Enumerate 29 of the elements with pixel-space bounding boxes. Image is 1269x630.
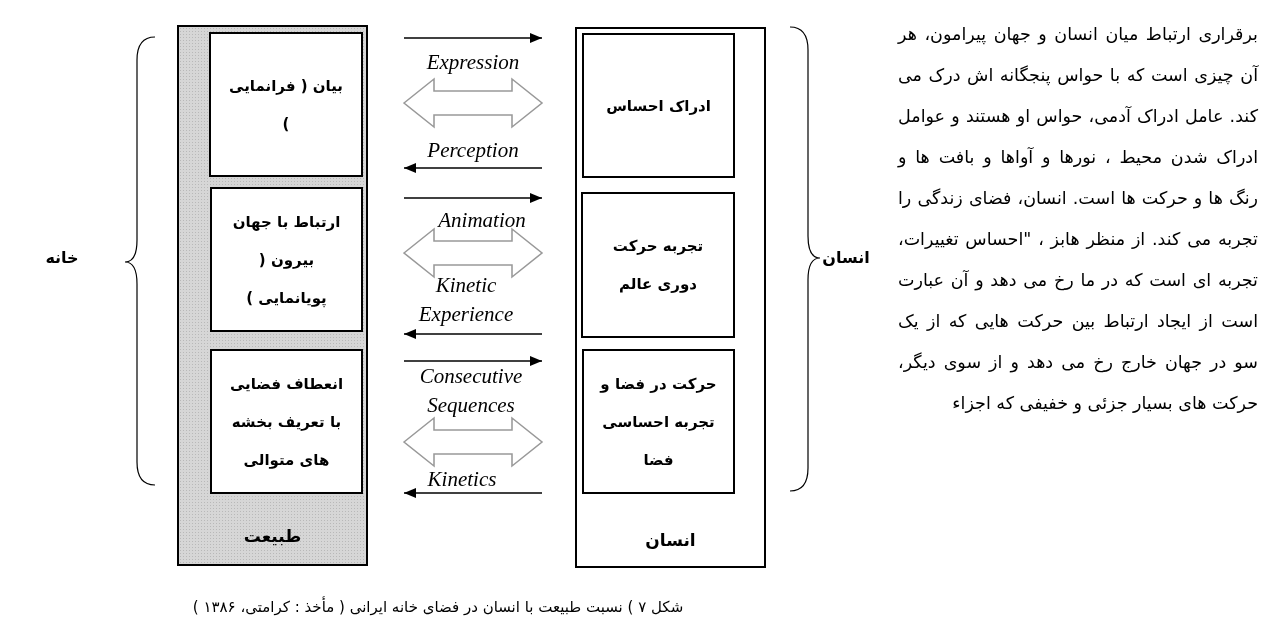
edge-label: Animation	[436, 206, 527, 234]
arrow	[403, 329, 543, 339]
brace-label: خانه	[44, 247, 80, 269]
brace-label: انسان	[821, 247, 871, 269]
double-arrow	[402, 77, 544, 129]
arrow	[403, 488, 543, 498]
paragraph: برقراری ارتباط میان انسان و جهان پیرامون، هر آن چیزی است که با حواس پنجگانه اش درک می کند. عامل ادراک آدمی، حواس او هستند و عوامل ادراک شدن محیط ، نورها و آواها و بافت ها و رنگ ها و حرکت ها است. انسان، فضای زندگی را تجربه می کند. از منظر هابز ، "احساس تغییرات، تجربه ای است که در ما رخ می دهد و آن عبارت است از ایجاد ارتباط بین حرکت هایی که از یک سو در جهان خارج رخ می دهد و از سوی دیگر، حرکت های بسیار جزئی و خفیفی که اجزاء	[898, 23, 1258, 416]
edge-label: Kinetics	[426, 465, 498, 493]
arrow	[403, 33, 543, 43]
text-box: حرکت در فضا و تجربه احساسی فضا	[582, 349, 735, 494]
text-box: ادراک احساس	[582, 33, 735, 178]
edge-label: Kinetic Experience	[417, 272, 515, 328]
text-box: انعطاف فضایی با تعریف بخشه های متوالی	[210, 349, 363, 494]
container-box	[177, 25, 368, 566]
container-box	[575, 27, 766, 568]
arrow	[403, 356, 543, 366]
caption: شکل ۷ ) نسبت طبیعت با انسان در فضای خانه ایرانی ( مأخذ : کرامتی، ۱۳۸۶ )	[191, 595, 685, 618]
text-box: ارتباط با جهان بیرون ( پویانمایی )	[210, 187, 363, 332]
arrow	[403, 163, 543, 173]
edge-label: Expression	[425, 48, 521, 76]
double-arrow	[402, 416, 544, 468]
text-box: بیان ( فرانمایی )	[209, 32, 363, 177]
double-arrow	[402, 227, 544, 279]
edge-label: Perception	[426, 136, 520, 164]
arrow	[403, 193, 543, 203]
edge-label: Consecutive Sequences	[418, 363, 524, 419]
box-title: طبیعت	[242, 525, 303, 548]
box-title: انسان	[644, 529, 697, 552]
text-box: تجربه حرکت دوری عالم	[581, 192, 735, 338]
